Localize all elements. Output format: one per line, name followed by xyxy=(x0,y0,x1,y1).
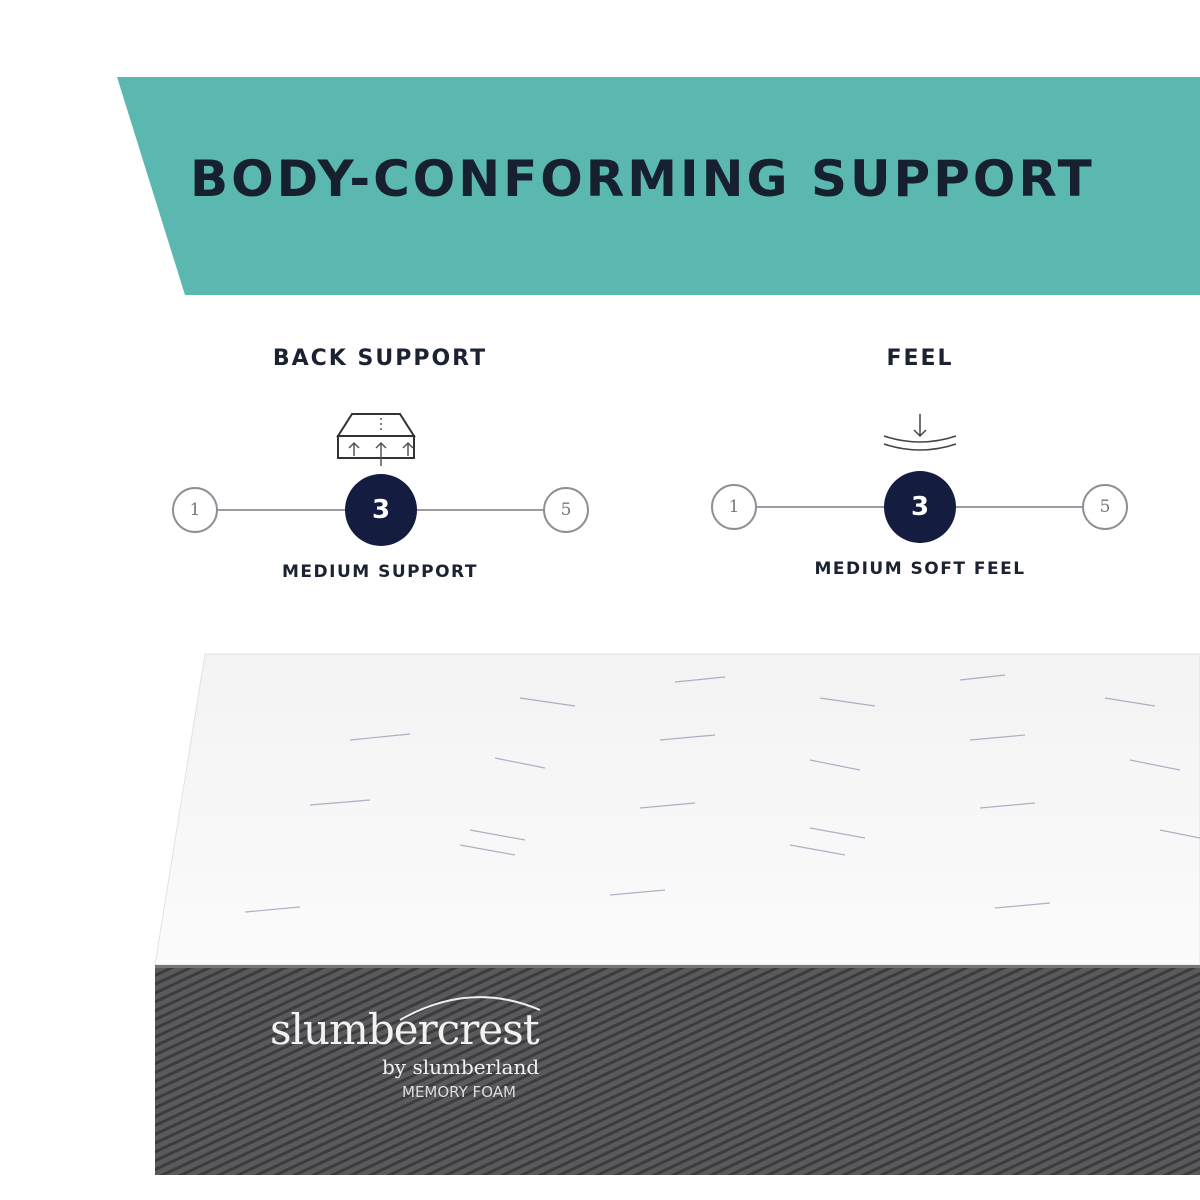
page-title: BODY-CONFORMING SUPPORT xyxy=(190,150,1095,208)
scale-min: 1 xyxy=(711,484,757,530)
brand-name: slumbercrest xyxy=(270,1005,540,1054)
feel-title: FEEL xyxy=(886,346,954,371)
back-support-title: BACK SUPPORT xyxy=(272,346,488,371)
soft-press-icon xyxy=(883,414,957,451)
scale-value: 3 xyxy=(345,474,417,546)
product-type: MEMORY FOAM xyxy=(402,1083,516,1101)
title-banner xyxy=(117,77,1200,295)
feel-level: MEDIUM SOFT FEEL xyxy=(814,559,1026,579)
mattress-image xyxy=(154,653,1200,1175)
scale-min: 1 xyxy=(172,487,218,533)
sub-brand: by slumberland xyxy=(382,1055,540,1079)
brand-logo: slumbercrest by slumberland MEMORY FOAM xyxy=(270,1005,540,1101)
back-support-scale: 1 3 5 xyxy=(172,474,592,546)
scale-max: 5 xyxy=(543,487,589,533)
scale-value: 3 xyxy=(884,471,956,543)
scale-max: 5 xyxy=(1082,484,1128,530)
feel-scale: 1 3 5 xyxy=(711,471,1131,543)
back-support-level: MEDIUM SUPPORT xyxy=(282,562,478,582)
mattress-support-icon xyxy=(336,413,416,466)
